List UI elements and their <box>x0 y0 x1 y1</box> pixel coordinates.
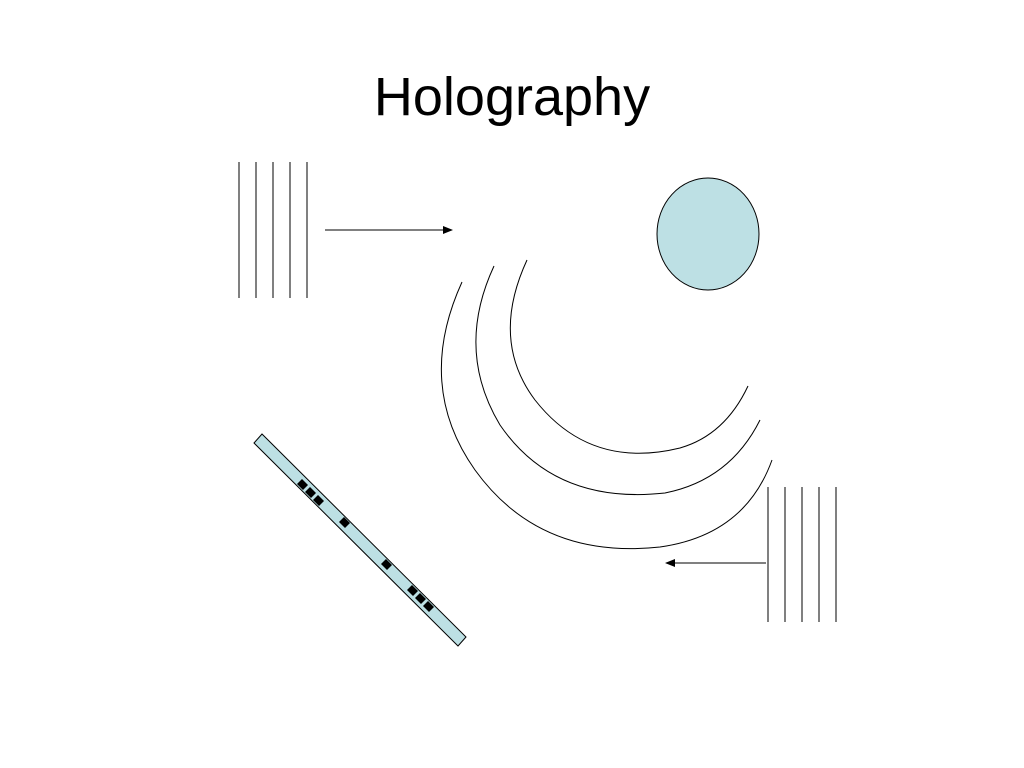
wavefront-arc-outer <box>440 281 773 550</box>
fringe-mark <box>339 517 350 528</box>
wavefront-arc-middle <box>475 265 761 496</box>
fringe-mark <box>297 479 308 490</box>
holographic-plate-icon <box>253 433 467 647</box>
fringe-mark <box>305 487 316 498</box>
plate-body <box>253 433 467 647</box>
wavefront-arc-inner <box>509 259 749 454</box>
fringe-mark <box>415 593 426 604</box>
scattered-wavefronts <box>440 259 773 550</box>
plate-fringes <box>297 479 434 612</box>
incident-wavefronts <box>238 162 308 298</box>
fringe-mark <box>407 585 418 596</box>
fringe-mark <box>313 495 324 506</box>
fringe-mark <box>381 559 392 570</box>
slide-title: Holography <box>373 67 651 127</box>
circle-object-icon <box>656 177 760 291</box>
reconstruction-wavefronts <box>767 487 837 622</box>
fringe-mark <box>423 601 434 612</box>
